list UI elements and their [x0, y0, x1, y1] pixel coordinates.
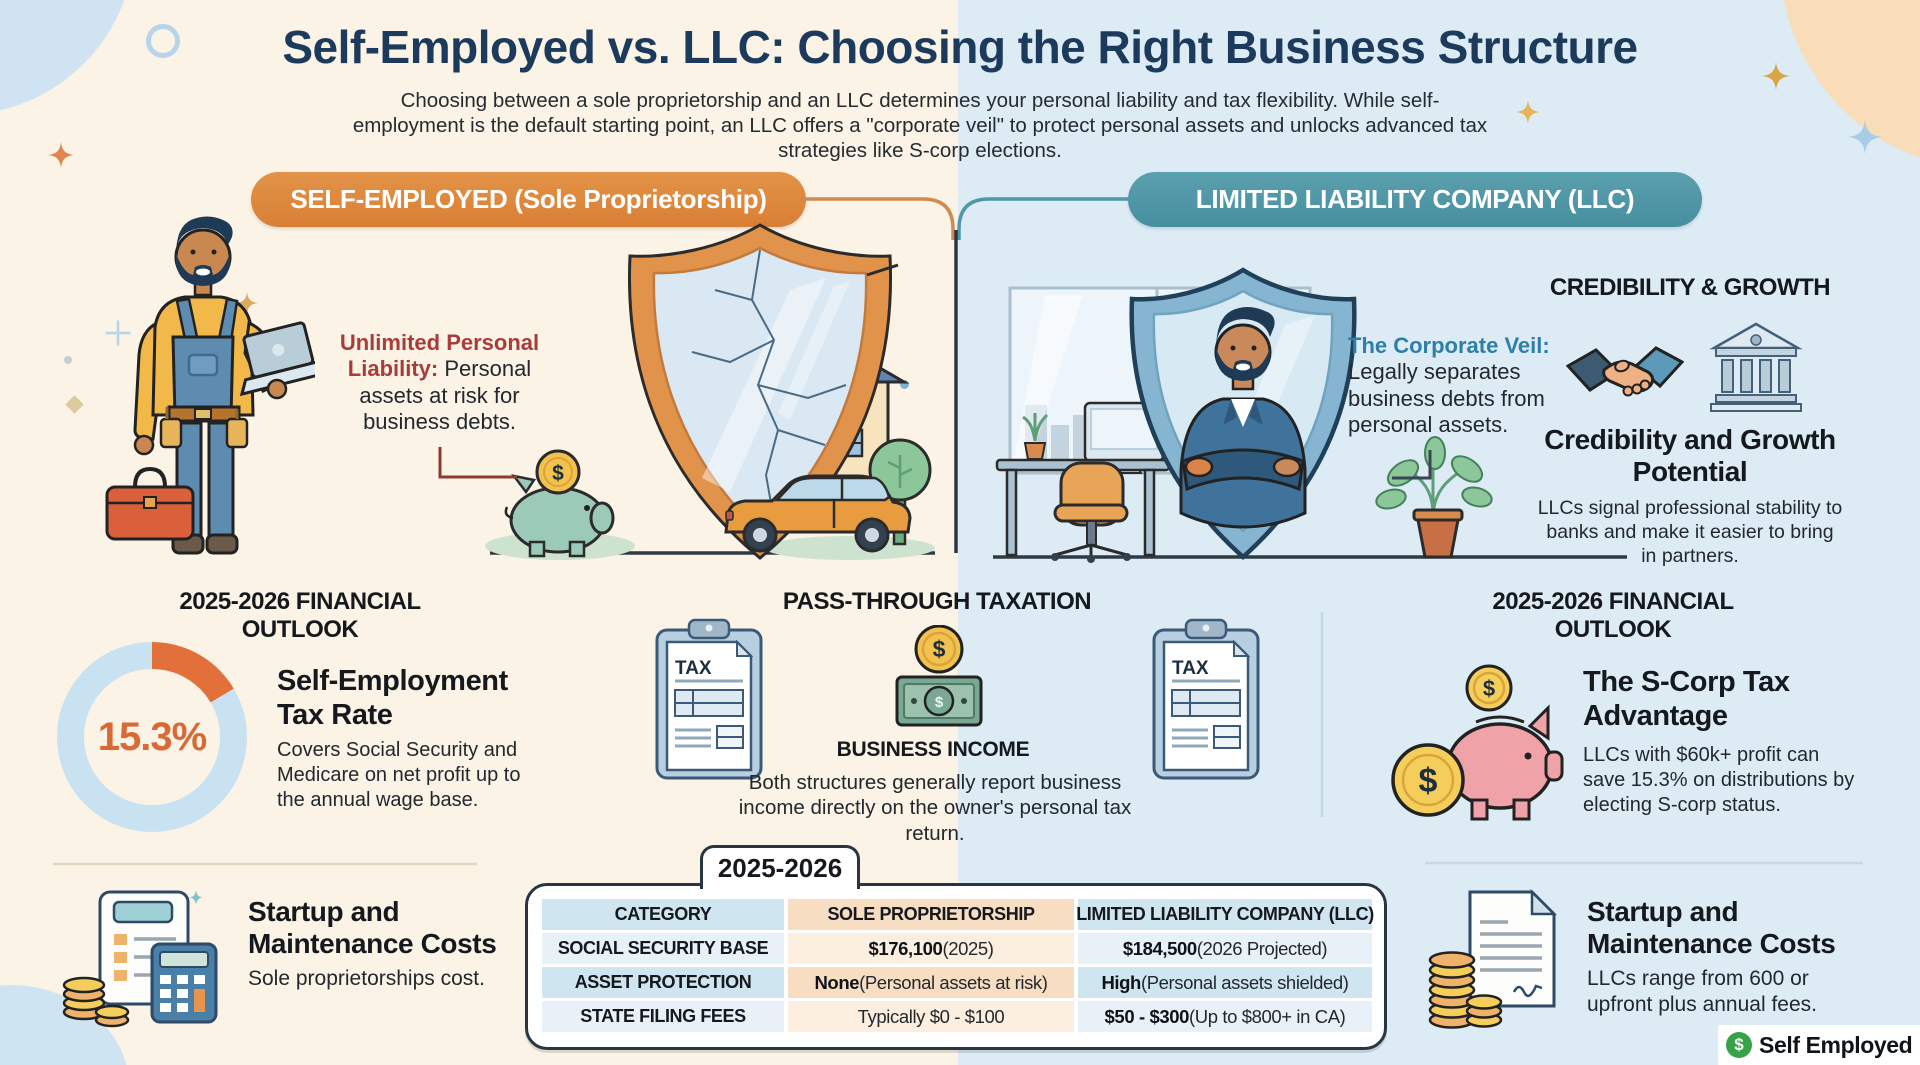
tax-document-icon: TAX	[655, 618, 763, 780]
liability-title: Unlimited Personal Liability:	[339, 330, 540, 382]
sparkle-icon	[1848, 120, 1882, 154]
banner-self-employed-label: SELF-EMPLOYED (Sole Proprietorship)	[290, 184, 767, 214]
credibility-title: Credibility and Growth Potential	[1544, 424, 1836, 488]
desk-and-monitor	[995, 401, 1171, 557]
cell-bold: High	[1101, 971, 1141, 993]
tax-rate-title: Self-Employment Tax Rate	[277, 665, 508, 731]
ring-icon	[146, 24, 180, 58]
tax-label: TAX	[675, 658, 712, 679]
business-income-label: BUSINESS INCOME	[836, 738, 1030, 761]
table-row-category: ASSET PROTECTION	[542, 967, 784, 998]
tax-label: TAX	[1172, 658, 1209, 679]
sparkle-icon	[1516, 100, 1540, 124]
tax-document-icon: TAX	[1152, 618, 1260, 780]
credibility-text: LLCs signal professional stability to ba…	[1537, 497, 1843, 568]
scorp-text: LLCs with $60k+ profit can save 15.3% on…	[1583, 744, 1855, 816]
brand-name: Self Employed	[1759, 1031, 1913, 1058]
table-cell-llc: $50 - $300 (Up to $800+ in CA)	[1078, 1001, 1372, 1032]
page-title: Self-Employed vs. LLC: Choosing the Righ…	[282, 21, 1638, 73]
veil-callout: The Corporate Veil: Legally separates bu…	[1348, 333, 1580, 439]
green-piggy-bank-icon: $	[504, 449, 615, 558]
dollar-glyph: $	[1483, 676, 1495, 701]
taxation-heading: PASS-THROUGH TAXATION	[782, 588, 1092, 615]
tax-rate-donut-chart: 15.3%	[57, 642, 247, 832]
banner-llc-label: LIMITED LIABILITY COMPANY (LLC)	[1195, 184, 1635, 214]
cracked-shield-illustration: $	[485, 223, 935, 560]
sparkle-icon	[236, 292, 258, 314]
dollar-badge-icon: $	[1726, 1032, 1752, 1058]
sparkle-icon	[48, 142, 74, 168]
cell-bold: $50 - $300	[1104, 1005, 1190, 1027]
cell-rest: (Personal assets shielded)	[1140, 971, 1349, 993]
dot	[64, 356, 72, 364]
brand-badge: $ Self Employed	[1718, 1025, 1920, 1065]
contract-coins-icon	[1428, 888, 1558, 1029]
piggy-bank-icon: $ $	[1391, 664, 1564, 821]
dot	[900, 380, 909, 389]
coin-stack	[1428, 951, 1503, 1029]
veil-title: The Corporate Veil:	[1348, 333, 1550, 358]
credibility-heading: CREDIBILITY & GROWTH	[1549, 274, 1831, 301]
outlook-heading-left: 2025-2026 FINANCIAL OUTLOOK	[179, 588, 421, 643]
liability-text: Personal assets at risk for business deb…	[359, 356, 532, 435]
comparison-table-year-tab: 2025-2026	[700, 845, 860, 894]
worker-illustration	[105, 216, 315, 555]
cell-rest: (2026 Projected)	[1196, 937, 1328, 959]
cell-rest: (Up to $800+ in CA)	[1189, 1005, 1346, 1027]
signature-squiggle	[1512, 984, 1543, 998]
dollar-glyph: $	[552, 462, 564, 485]
sparkle-icon	[1762, 62, 1790, 90]
banner-self-employed: SELF-EMPLOYED (Sole Proprietorship)	[251, 172, 806, 227]
scorp-title: The S-Corp Tax Advantage	[1583, 666, 1790, 732]
table-cell-sole: None (Personal assets at risk)	[788, 967, 1074, 998]
startup-text-left: Sole proprietorships cost.	[248, 967, 485, 990]
veil-text: Legally separates business debts from pe…	[1348, 359, 1545, 438]
startup-title-right: Startup and Maintenance Costs	[1587, 896, 1836, 960]
pink-pig	[1446, 704, 1564, 821]
dollar-glyph: $	[1419, 762, 1438, 800]
cell-rest: (2025)	[942, 937, 994, 959]
cell-rest: (Personal assets at risk)	[859, 971, 1048, 993]
taxation-text: Both structures generally report busines…	[738, 771, 1132, 845]
table-header-llc: LIMITED LIABILITY COMPANY (LLC)	[1076, 899, 1374, 930]
plus-sparkle-icon	[105, 320, 131, 346]
donut-hole: 15.3%	[84, 669, 220, 805]
businessman-illustration	[1179, 307, 1307, 529]
liability-callout: Unlimited Personal Liability: Personal a…	[332, 330, 547, 436]
table-cell-llc: High (Personal assets shielded)	[1078, 967, 1372, 998]
dollar-glyph: $	[935, 694, 944, 711]
cell-bold: None	[814, 971, 860, 993]
table-header-category: CATEGORY	[542, 899, 784, 930]
table-cell-sole: $176,100 (2025)	[788, 933, 1074, 964]
page-subtitle: Choosing between a sole proprietorship a…	[352, 89, 1488, 162]
car-icon	[724, 474, 912, 553]
cell-bold: $176,100	[868, 937, 943, 959]
outlook-heading-right: 2025-2026 FINANCIAL OUTLOOK	[1492, 588, 1734, 643]
potted-plant-icon	[1375, 436, 1493, 559]
tax-rate-text: Covers Social Security and Medicare on n…	[277, 739, 521, 811]
table-year-label: 2025-2026	[717, 853, 843, 883]
coin-stack	[62, 976, 130, 1028]
llc-shield-illustration	[993, 267, 1627, 563]
receipt-calculator-icon	[62, 890, 218, 1028]
table-cell-llc: $184,500 (2026 Projected)	[1078, 933, 1372, 964]
startup-text-right: LLCs range from 600 or upfront plus annu…	[1587, 967, 1817, 1017]
bank-icon	[1709, 322, 1803, 412]
cell-bold: $184,500	[1122, 937, 1197, 959]
dollar-glyph: $	[933, 636, 946, 662]
handshake-icon	[1566, 346, 1684, 397]
table-row-category: SOCIAL SECURITY BASE	[542, 933, 784, 964]
table-header-sole-prop: SOLE PROPRIETORSHIP	[788, 899, 1074, 930]
cell-rest: Typically $0 - $100	[857, 1005, 1005, 1027]
startup-title-left: Startup and Maintenance Costs	[248, 896, 497, 960]
tax-rate-value: 15.3%	[97, 714, 207, 759]
money-icon: $ $	[895, 625, 983, 727]
table-cell-sole: Typically $0 - $100	[788, 1001, 1074, 1032]
calculator-icon	[150, 942, 218, 1024]
table-row-category: STATE FILING FEES	[542, 1001, 784, 1032]
office-chair-icon	[1051, 461, 1131, 563]
comparison-table: CATEGORY SOLE PROPRIETORSHIP LIMITED LIA…	[525, 883, 1387, 1050]
banner-llc: LIMITED LIABILITY COMPANY (LLC)	[1128, 172, 1702, 227]
